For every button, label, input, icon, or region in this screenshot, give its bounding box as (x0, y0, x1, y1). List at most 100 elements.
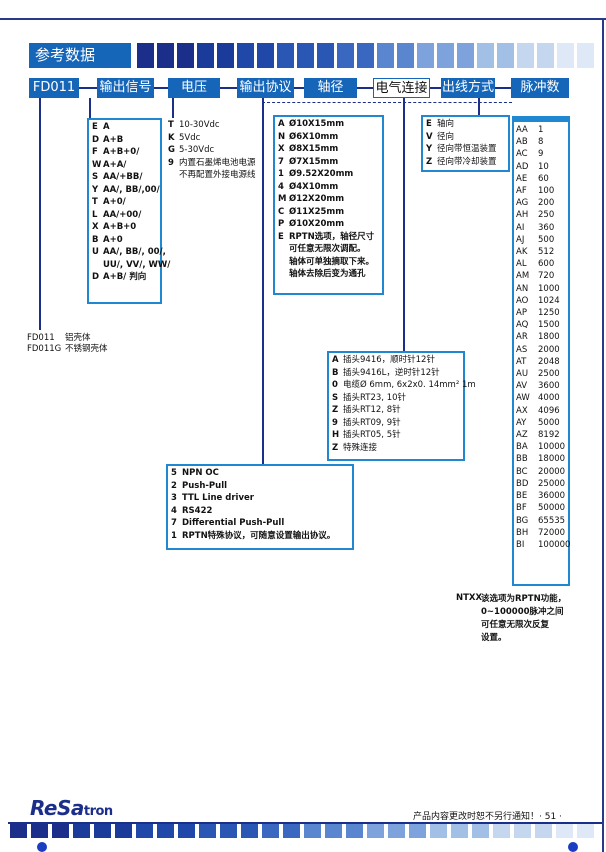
option-code: AH (516, 210, 529, 221)
option-value: A (103, 122, 110, 132)
option-value: 250 (538, 210, 555, 221)
footer-strip-block (157, 824, 174, 838)
option-value: A+B (103, 134, 124, 145)
option-code: 3 (171, 493, 177, 503)
option-code: BG (516, 515, 529, 526)
option-value: 360 (538, 222, 555, 233)
shaft-option: 轴体可单独摘取下来。 (278, 256, 379, 269)
option-code: E (278, 231, 284, 242)
pulse-option: AJ 500 (514, 234, 568, 246)
footer-strip-block (52, 824, 69, 838)
footer-strip-block (493, 824, 510, 838)
option-code: A (332, 355, 339, 365)
option-code: BB (516, 454, 528, 465)
footer-strip-block (577, 824, 594, 838)
option-code: 7 (278, 156, 284, 167)
option-value: 720 (538, 271, 555, 282)
option-code: K (168, 132, 175, 143)
connector (403, 98, 405, 352)
option-code: 0 (332, 380, 338, 390)
option-code: G (168, 145, 175, 155)
right-frame-line (602, 18, 604, 852)
connector (79, 87, 97, 89)
footer-strip-block (556, 824, 573, 838)
connector (478, 98, 480, 118)
option-value: Differential Push-Pull (182, 518, 285, 528)
option-code: T (92, 197, 98, 207)
option-code: BA (516, 442, 528, 453)
ntxx-line: 0~100000脉冲之间 (481, 607, 564, 617)
option-value: 1800 (538, 332, 560, 343)
strip-block (437, 43, 454, 68)
option-value: AA/, BB/,00/ (103, 184, 160, 195)
option-code: X (92, 222, 99, 232)
option-value: A+B+0 (103, 222, 137, 232)
footer-strip-block (535, 824, 552, 838)
ntxx-line: 可任意无限次反复 (481, 620, 550, 630)
option-value: 10000 (538, 442, 566, 453)
label-model: FD011 (29, 78, 79, 98)
option-value: 插头9416，顺时针12针 (343, 355, 435, 365)
footer-strip-block (94, 824, 111, 838)
option-value: 可任意无限次调配。 (289, 244, 366, 254)
shaft-option: 轴体去除后变为通孔 (278, 268, 379, 281)
footer-strip-block (31, 824, 48, 838)
strip-block (537, 43, 554, 68)
strip-block (397, 43, 414, 68)
option-code: S (92, 172, 99, 182)
option-code: BH (516, 527, 529, 538)
footer-strip-block (304, 824, 321, 838)
strip-block (477, 43, 494, 68)
option-code: AO (516, 295, 529, 306)
option-code: AC (516, 149, 528, 160)
connector (172, 98, 174, 118)
option-code: AJ (516, 234, 525, 245)
option-value: 600 (538, 259, 555, 270)
connector (430, 87, 441, 89)
option-value: 4000 (538, 393, 560, 404)
strip-block (297, 43, 314, 68)
signal-option: UU/, VV/, WW/ (92, 259, 170, 272)
label-shaft: 轴径 (304, 78, 357, 98)
option-value: 200 (538, 198, 555, 209)
option-code: AB (516, 137, 528, 148)
option-value: Ø12X20mm (289, 194, 345, 204)
option-value: 1024 (538, 295, 560, 306)
option-code: 4 (278, 181, 284, 192)
label-pulse: 脉冲数 (511, 78, 569, 98)
shaft-option: 可任意无限次调配。 (278, 243, 379, 256)
strip-block (177, 43, 194, 68)
option-value: 插头RT09, 9针 (343, 417, 401, 428)
option-value: 8192 (538, 430, 560, 441)
strip-block (337, 43, 354, 68)
option-value: 9 (538, 149, 544, 160)
footer-strip-block (220, 824, 237, 838)
page-title: 参考数据 (29, 43, 131, 68)
option-value: 500 (538, 234, 555, 245)
option-code: AT (516, 356, 527, 367)
option-value: NPN OC (182, 468, 219, 478)
option-code: M (278, 194, 287, 204)
option-value: 20000 (538, 466, 566, 477)
housing-desc: 铝壳体 (65, 333, 91, 343)
housing-desc: 不锈钢壳体 (65, 344, 108, 354)
